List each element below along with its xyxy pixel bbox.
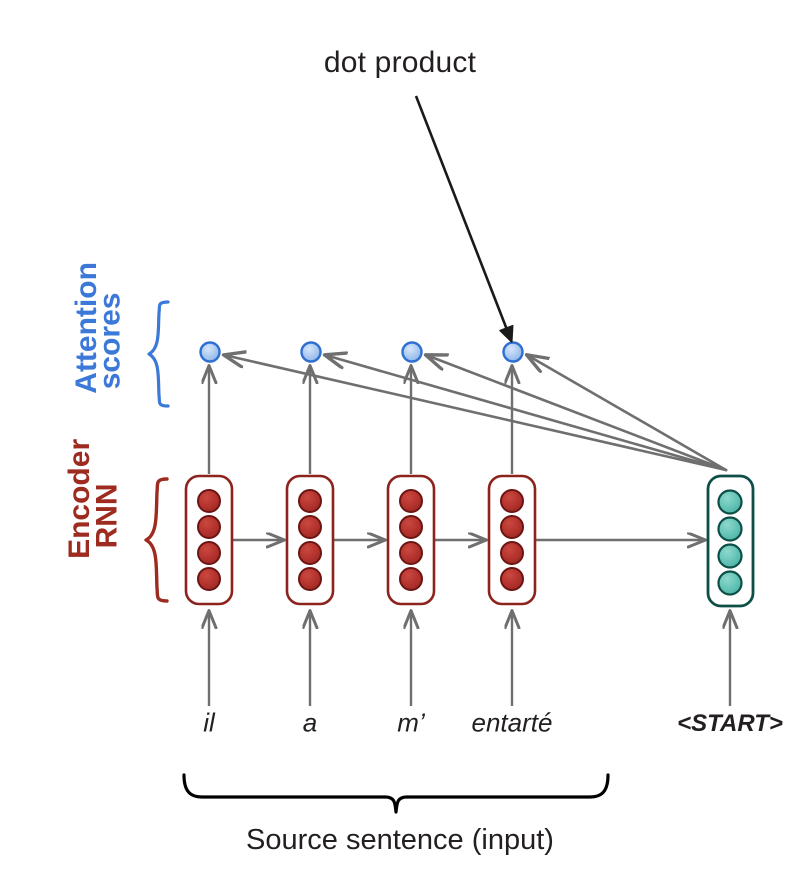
encoder-unit: [500, 567, 524, 591]
encoder-unit: [399, 567, 423, 591]
encoder-rnn-group-label-2: RNN: [90, 438, 124, 593]
encoder-cell-4: [487, 474, 537, 606]
attention-fan-line-4: [527, 355, 728, 472]
attention-scores-brace: [147, 300, 170, 408]
source-token-2: a: [302, 707, 318, 738]
attention-fan-line-2: [325, 355, 728, 472]
input-arrows: [209, 611, 730, 706]
dot-product-annotation-arrow: [414, 95, 514, 343]
attention-score-node-4[interactable]: [502, 341, 524, 363]
encoder-unit: [298, 515, 322, 539]
source-token-3: m’: [397, 707, 425, 738]
encoder-unit: [500, 515, 524, 539]
attention-fan-line-1: [224, 355, 728, 472]
attention-score-node-3[interactable]: [401, 341, 423, 363]
encoder-unit: [399, 489, 423, 513]
attention-score-node-2[interactable]: [300, 341, 322, 363]
encoder-cell-box-4: [487, 474, 537, 606]
source-token-1: il: [203, 707, 215, 738]
encoder-to-attention-arrows: [209, 366, 512, 474]
encoder-unit: [197, 489, 221, 513]
encoder-unit: [399, 541, 423, 565]
encoder-unit: [197, 515, 221, 539]
encoder-unit: [500, 489, 524, 513]
decoder-unit: [717, 543, 743, 569]
encoder-cell-box-1: [184, 474, 234, 606]
decoder-unit: [717, 570, 743, 596]
encoder-unit: [298, 489, 322, 513]
source-sentence-brace: [182, 773, 610, 814]
encoder-unit: [197, 541, 221, 565]
decoder-unit: [717, 516, 743, 542]
source-sentence-caption: Source sentence (input): [246, 824, 554, 856]
decoder-cell-1: [706, 474, 755, 608]
attention-scores-label-line2: scores: [93, 292, 127, 390]
source-token-4: entarté: [471, 707, 553, 738]
attention-scores-group-label-2: scores: [93, 263, 127, 418]
decoder-start-token: <START>: [677, 710, 783, 737]
encoder-cell-1: [184, 474, 234, 606]
encoder-unit: [500, 541, 524, 565]
attention-score-node-1[interactable]: [199, 341, 221, 363]
attention-fan-line-3: [426, 355, 728, 472]
attention-score-nodes: [199, 341, 524, 363]
encoder-cell-box-3: [386, 474, 436, 606]
encoder-rnn-label-line2: RNN: [90, 483, 124, 549]
encoder-unit: [197, 567, 221, 591]
decoder-unit: [717, 489, 743, 515]
encoder-unit: [399, 515, 423, 539]
encoder-cell-3: [386, 474, 436, 606]
encoder-cell-2: [285, 474, 335, 606]
encoder-cells: [184, 474, 537, 606]
dot-product-label: dot product: [323, 46, 477, 79]
decoder-attention-fan: [224, 355, 728, 472]
encoder-rnn-brace: [144, 477, 169, 603]
encoder-cell-box-2: [285, 474, 335, 606]
encoder-unit: [298, 567, 322, 591]
encoder-unit: [298, 541, 322, 565]
